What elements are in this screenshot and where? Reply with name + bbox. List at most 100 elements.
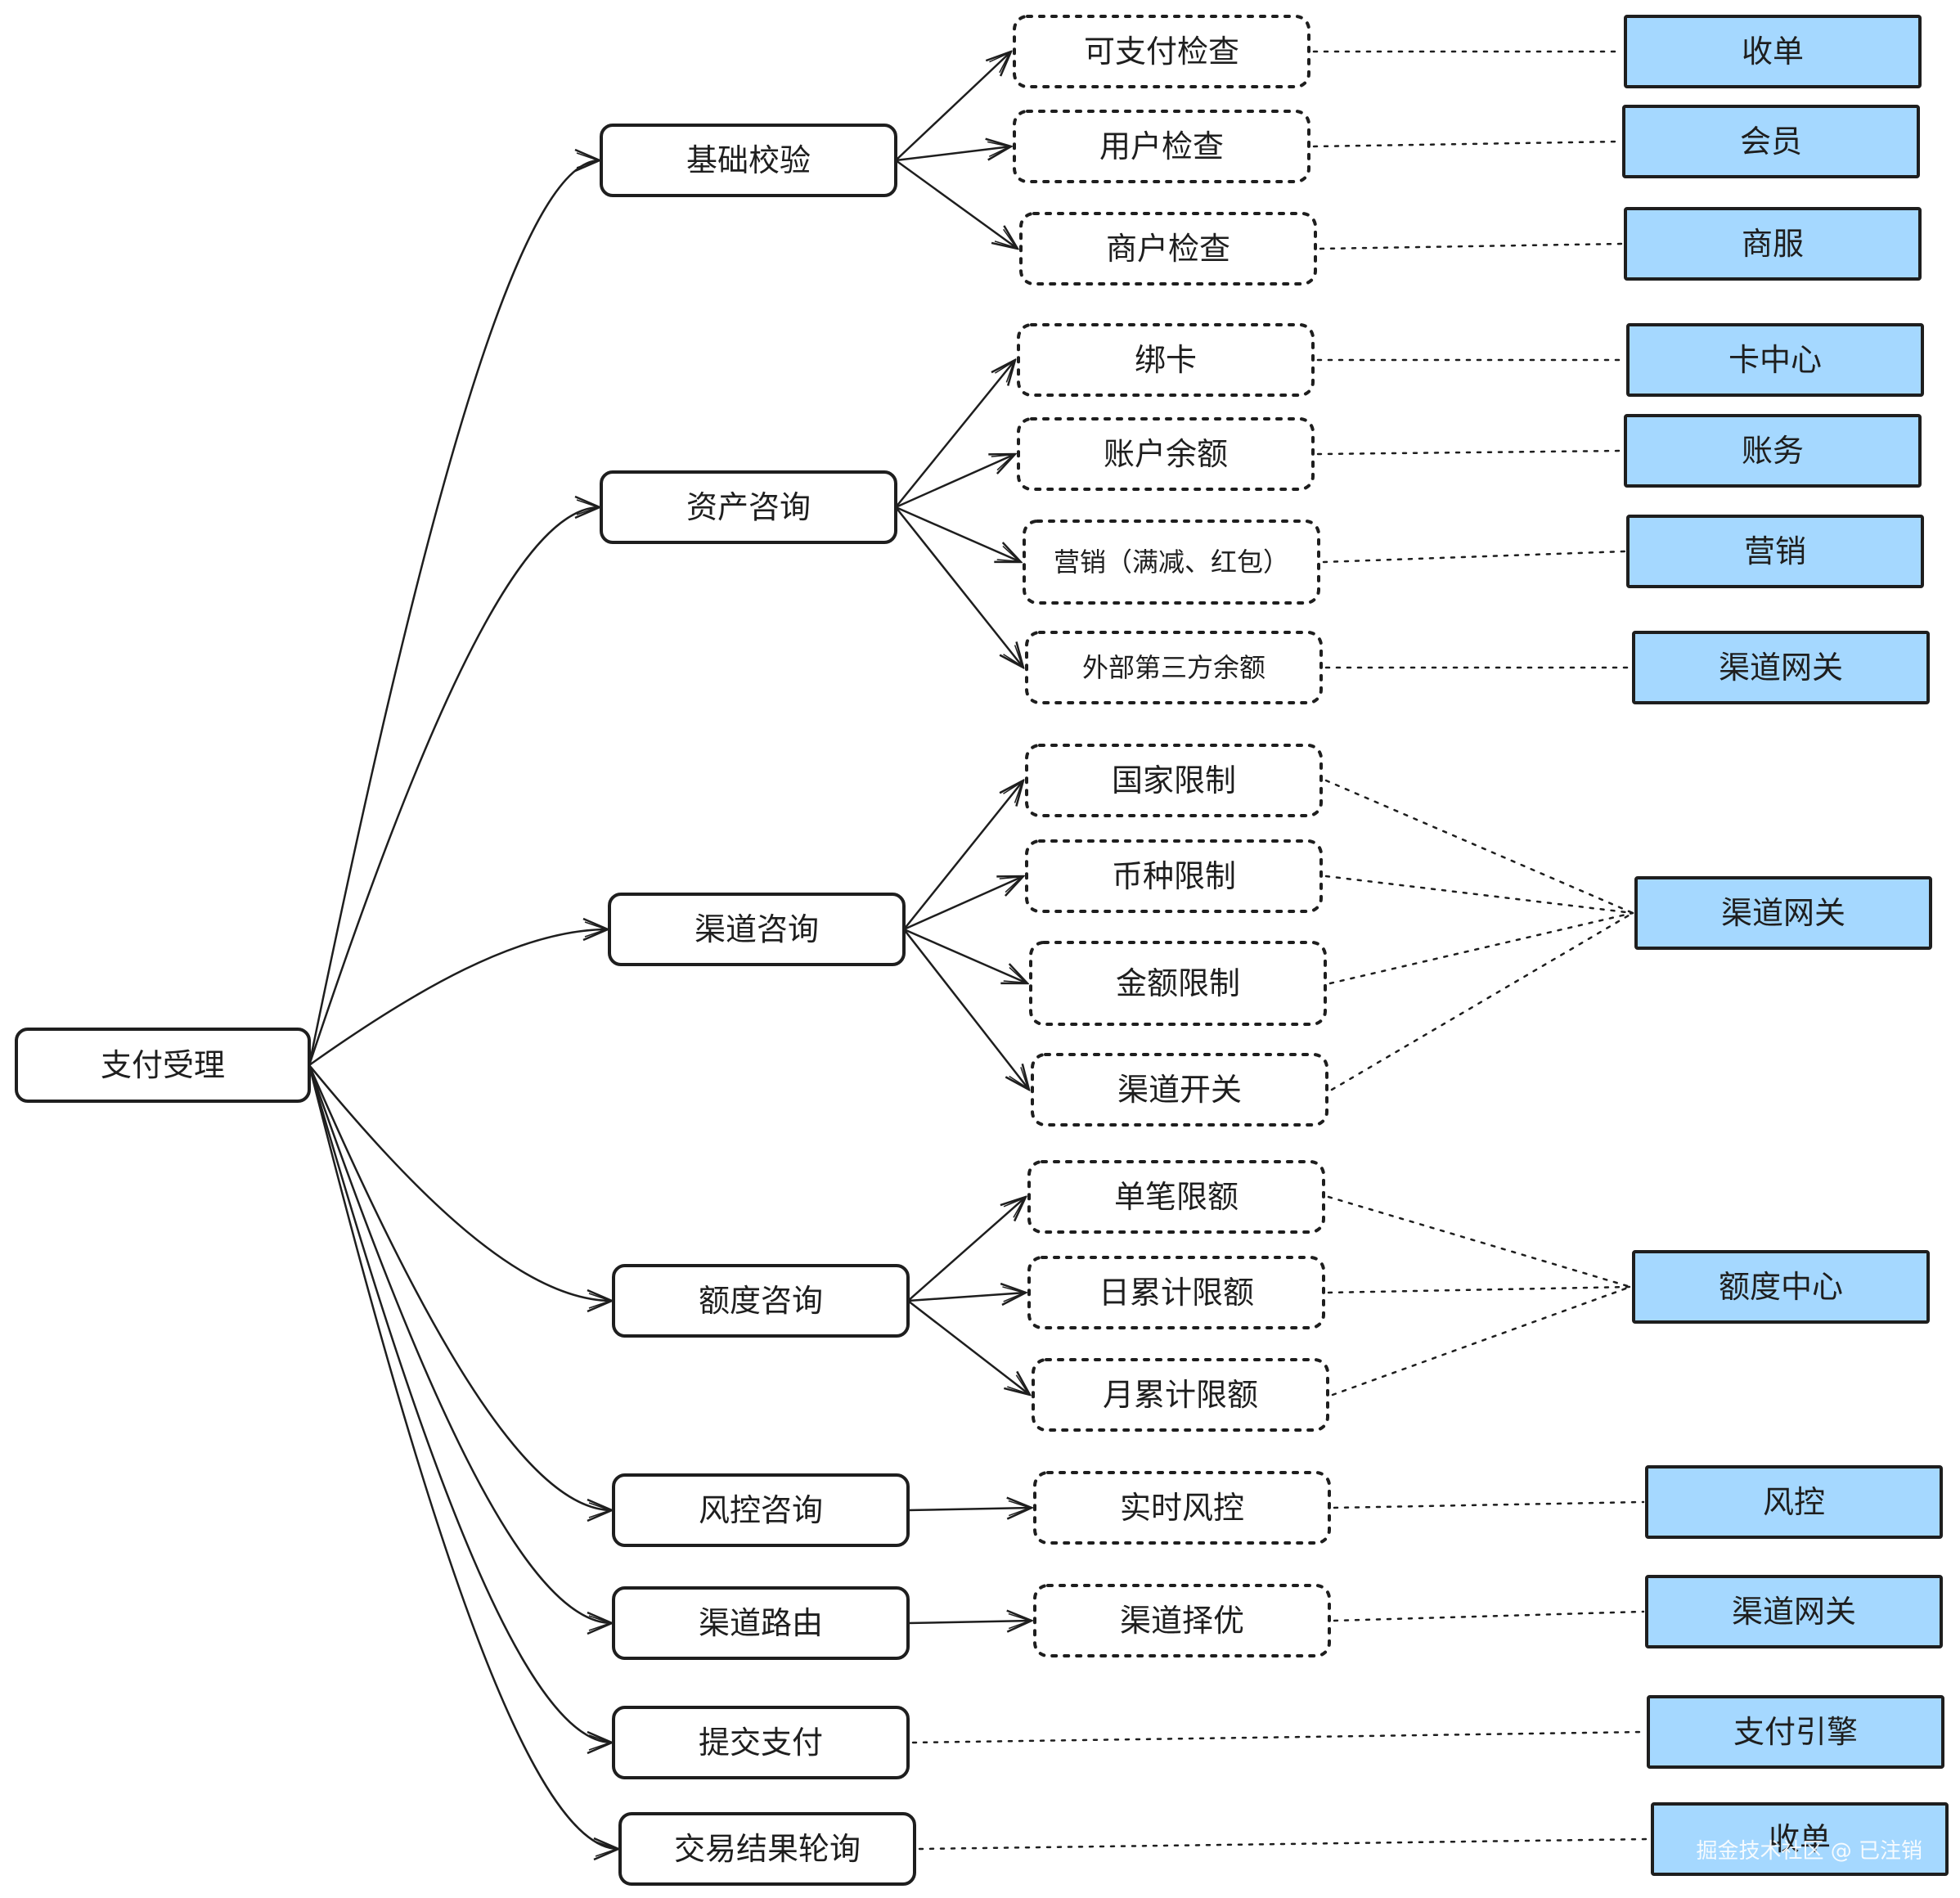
- edge-root-to-asset-query: [308, 507, 600, 1066]
- dotted-link-to-service-7: [1324, 779, 1634, 915]
- check-node-asset-query-1: 账户余额: [1017, 417, 1315, 491]
- service-node-0-shape: [1624, 15, 1922, 88]
- check-node-channel-query-3: 渠道开关: [1031, 1053, 1328, 1127]
- group-node-quota-query-shape: [612, 1264, 910, 1338]
- check-node-channel-query-2-label: 金额限制: [1116, 965, 1240, 1001]
- group-node-result-polling-label: 交易结果轮询: [674, 1831, 861, 1867]
- edge-basic-check-item-0: [895, 52, 1011, 161]
- check-node-asset-query-3-shape: [1025, 631, 1323, 704]
- check-node-channel-query-3-shape: [1031, 1053, 1328, 1127]
- group-node-channel-query-label: 渠道咨询: [695, 911, 819, 947]
- group-node-basic-check: 基础校验: [600, 124, 897, 197]
- edge-channel-routing-item-0: [907, 1621, 1032, 1623]
- check-node-quota-query-0-shape: [1027, 1160, 1325, 1234]
- check-node-channel-query-3-label: 渠道开关: [1117, 1072, 1242, 1108]
- group-node-basic-check-label: 基础校验: [686, 142, 811, 178]
- check-node-basic-check-1: 用户检查: [1013, 110, 1310, 183]
- check-node-asset-query-3: 外部第三方余额: [1025, 631, 1323, 704]
- group-node-channel-query-shape: [608, 893, 906, 966]
- service-node-7-shape: [1634, 876, 1932, 950]
- check-node-quota-query-1-shape: [1027, 1256, 1325, 1329]
- group-node-submit-payment-label: 提交支付: [699, 1725, 823, 1761]
- root-node-shape: [15, 1028, 311, 1103]
- service-node-12: 收单: [1651, 1802, 1949, 1876]
- service-node-6-label: 渠道网关: [1719, 650, 1843, 686]
- service-node-0: 收单: [1624, 15, 1922, 88]
- service-node-10: 渠道网关: [1645, 1575, 1943, 1648]
- service-node-1-shape: [1622, 105, 1920, 178]
- group-node-submit-payment-shape: [612, 1706, 910, 1779]
- service-node-3-shape: [1626, 323, 1924, 397]
- check-node-basic-check-1-label: 用户检查: [1099, 128, 1224, 164]
- service-node-2-shape: [1624, 207, 1922, 281]
- service-node-5-shape: [1626, 515, 1924, 588]
- service-node-11-shape: [1647, 1695, 1944, 1769]
- check-node-channel-query-0: 国家限制: [1025, 744, 1323, 817]
- group-node-result-polling-shape: [618, 1812, 916, 1886]
- edge-channel-query-item-2: [903, 928, 1027, 983]
- check-node-channel-query-1-shape: [1025, 839, 1323, 913]
- dotted-link-to-service-8: [1331, 1285, 1632, 1397]
- check-node-channel-routing-0-label: 渠道择优: [1120, 1603, 1244, 1639]
- edge-root-to-risk-query: [308, 1064, 612, 1510]
- check-node-basic-check-1-shape: [1013, 110, 1310, 183]
- check-node-basic-check-0-label: 可支付检查: [1084, 34, 1239, 70]
- dotted-link-to-service-7: [1330, 911, 1634, 1091]
- group-node-channel-query: 渠道咨询: [608, 893, 906, 966]
- check-node-channel-query-1-label: 币种限制: [1112, 858, 1236, 894]
- check-node-risk-query-0-shape: [1033, 1471, 1331, 1545]
- group-node-asset-query-label: 资产咨询: [686, 489, 811, 525]
- check-node-basic-check-2-shape: [1019, 212, 1317, 286]
- group-node-quota-query: 额度咨询: [612, 1264, 910, 1338]
- service-node-8-label: 额度中心: [1719, 1269, 1843, 1305]
- edge-root-to-quota-query: [308, 1064, 612, 1301]
- edges-layer: [308, 52, 1651, 1849]
- check-node-channel-query-0-shape: [1025, 744, 1323, 817]
- service-node-4-label: 账务: [1742, 433, 1804, 469]
- service-node-3: 卡中心: [1626, 323, 1924, 397]
- service-node-9-shape: [1645, 1465, 1943, 1539]
- check-node-risk-query-0: 实时风控: [1033, 1471, 1331, 1545]
- check-node-asset-query-1-shape: [1017, 417, 1315, 491]
- check-node-basic-check-2: 商户检查: [1019, 212, 1317, 286]
- edge-basic-check-item-1: [895, 146, 1011, 162]
- check-node-quota-query-1: 日累计限额: [1027, 1256, 1325, 1329]
- service-node-2-label: 商服: [1742, 226, 1804, 262]
- group-node-quota-query-label: 额度咨询: [699, 1283, 823, 1319]
- service-node-12-label: 收单: [1769, 1821, 1831, 1857]
- dotted-link-to-service-10: [1333, 1610, 1645, 1622]
- dotted-link-to-service-8: [1327, 1195, 1632, 1289]
- edge-root-to-basic-check: [308, 160, 600, 1066]
- service-node-11-label: 支付引擎: [1733, 1714, 1858, 1750]
- group-node-asset-query-shape: [600, 470, 897, 544]
- check-node-asset-query-3-label: 外部第三方余额: [1082, 652, 1265, 683]
- watermark-text: 掘金技术社区 @ 已注销: [1696, 1839, 1922, 1864]
- service-node-6: 渠道网关: [1632, 631, 1930, 704]
- check-node-quota-query-0-label: 单笔限额: [1114, 1179, 1238, 1215]
- dotted-link-to-service-2: [1319, 242, 1624, 250]
- service-node-4-shape: [1624, 414, 1922, 488]
- service-node-10-label: 渠道网关: [1732, 1594, 1856, 1630]
- group-node-risk-query-label: 风控咨询: [699, 1492, 823, 1528]
- edge-root-to-result-polling: [308, 1064, 618, 1849]
- check-node-channel-query-1: 币种限制: [1025, 839, 1323, 913]
- check-node-quota-query-2: 月累计限额: [1032, 1358, 1329, 1432]
- check-node-basic-check-0-shape: [1013, 15, 1310, 88]
- check-node-basic-check-0: 可支付检查: [1013, 15, 1310, 88]
- service-node-8: 额度中心: [1632, 1250, 1930, 1324]
- group-node-basic-check-shape: [600, 124, 897, 197]
- edge-asset-query-item-0: [895, 360, 1015, 508]
- service-node-1-label: 会员: [1740, 124, 1802, 160]
- service-node-7-label: 渠道网关: [1721, 895, 1845, 931]
- dotted-link-to-service-7: [1324, 875, 1634, 915]
- edge-quota-query-item-2: [907, 1300, 1030, 1395]
- service-node-0-label: 收单: [1742, 34, 1804, 70]
- group-node-risk-query-shape: [612, 1473, 910, 1547]
- dotted-link-to-service-8: [1327, 1285, 1632, 1294]
- dotted-link-to-service-11: [911, 1730, 1647, 1744]
- service-node-11: 支付引擎: [1647, 1695, 1944, 1769]
- group-node-submit-payment: 提交支付: [612, 1706, 910, 1779]
- edge-basic-check-item-2: [895, 159, 1018, 249]
- edge-quota-query-item-0: [907, 1197, 1026, 1302]
- dotted-link-to-service-4: [1316, 449, 1624, 456]
